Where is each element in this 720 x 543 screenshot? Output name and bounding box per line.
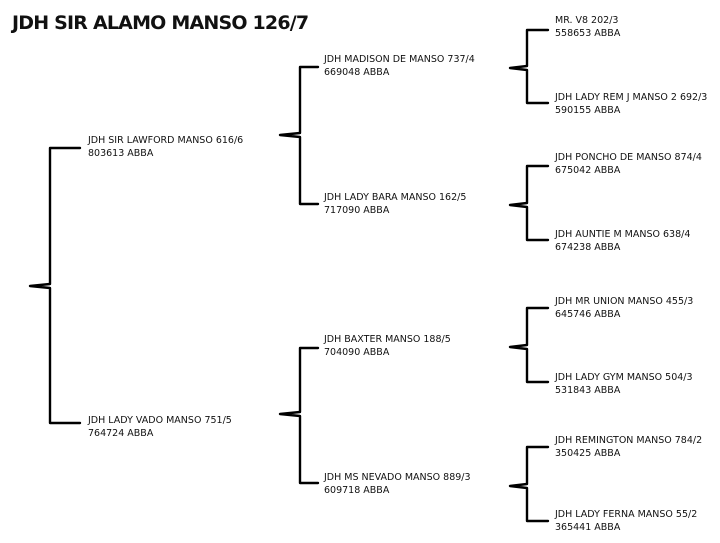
- sd-dam-name: JDH AUNTIE M MANSO 638/4: [555, 229, 691, 240]
- sire-dam-registration: 717090 ABBA: [324, 204, 390, 216]
- dam-entry: JDH LADY VADO MANSO 751/5 764724 ABBA: [88, 415, 232, 440]
- dd-sire-entry: JDH REMINGTON MANSO 784/2 350425 ABBA: [555, 435, 702, 460]
- sd-sire-name: JDH PONCHO DE MANSO 874/4: [555, 152, 702, 163]
- ss-sire-entry: MR. V8 202/3 558653 ABBA: [555, 15, 620, 40]
- sire-sire-entry: JDH MADISON DE MANSO 737/4 669048 ABBA: [324, 54, 475, 79]
- ds-sire-name: JDH MR UNION MANSO 455/3: [555, 296, 694, 307]
- dam-registration: 764724 ABBA: [88, 427, 154, 439]
- ds-dam-registration: 531843 ABBA: [555, 384, 621, 396]
- dd-dam-name: JDH LADY FERNA MANSO 55/2: [555, 509, 698, 520]
- sd-sire-entry: JDH PONCHO DE MANSO 874/4 675042 ABBA: [555, 152, 702, 177]
- sire-dam-name: JDH LADY BARA MANSO 162/5: [324, 192, 467, 203]
- ss-dam-entry: JDH LADY REM J MANSO 2 692/3 590155 ABBA: [555, 92, 707, 117]
- dam-name: JDH LADY VADO MANSO 751/5: [88, 415, 232, 426]
- sire-dam-bracket: [508, 164, 550, 242]
- dd-sire-name: JDH REMINGTON MANSO 784/2: [555, 435, 703, 446]
- pedigree-title: JDH SIR ALAMO MANSO 126/7: [12, 12, 309, 34]
- dam-dam-registration: 609718 ABBA: [324, 484, 390, 496]
- dam-dam-entry: JDH MS NEVADO MANSO 889/3 609718 ABBA: [324, 472, 471, 497]
- ds-sire-entry: JDH MR UNION MANSO 455/3 645746 ABBA: [555, 296, 693, 321]
- dam-sire-name: JDH BAXTER MANSO 188/5: [324, 334, 451, 345]
- dd-dam-registration: 365441 ABBA: [555, 521, 621, 533]
- ss-sire-registration: 558653 ABBA: [555, 27, 621, 39]
- dam-sire-registration: 704090 ABBA: [324, 346, 390, 358]
- sd-sire-registration: 675042 ABBA: [555, 164, 621, 176]
- dam-dam-name: JDH MS NEVADO MANSO 889/3: [324, 472, 471, 483]
- dd-sire-registration: 350425 ABBA: [555, 447, 621, 459]
- ds-dam-name: JDH LADY GYM MANSO 504/3: [555, 372, 693, 383]
- ss-dam-name: JDH LADY REM J MANSO 2 692/3: [555, 92, 708, 103]
- sire-dam-entry: JDH LADY BARA MANSO 162/5 717090 ABBA: [324, 192, 466, 217]
- dam-bracket: [278, 346, 320, 485]
- sire-sire-name: JDH MADISON DE MANSO 737/4: [324, 54, 475, 65]
- sire-entry: JDH SIR LAWFORD MANSO 616/6 803613 ABBA: [88, 135, 243, 160]
- sd-dam-entry: JDH AUNTIE M MANSO 638/4 674238 ABBA: [555, 229, 690, 254]
- ss-sire-name: MR. V8 202/3: [555, 15, 619, 26]
- ss-dam-registration: 590155 ABBA: [555, 104, 621, 116]
- sire-name: JDH SIR LAWFORD MANSO 616/6: [88, 135, 244, 146]
- sire-bracket: [278, 65, 320, 206]
- sire-sire-registration: 669048 ABBA: [324, 66, 390, 78]
- ds-dam-entry: JDH LADY GYM MANSO 504/3 531843 ABBA: [555, 372, 693, 397]
- sd-dam-registration: 674238 ABBA: [555, 241, 621, 253]
- dam-dam-bracket: [508, 445, 550, 523]
- dam-sire-entry: JDH BAXTER MANSO 188/5 704090 ABBA: [324, 334, 451, 359]
- ds-sire-registration: 645746 ABBA: [555, 308, 621, 320]
- subject-bracket: [28, 146, 82, 425]
- sire-registration: 803613 ABBA: [88, 147, 154, 159]
- dd-dam-entry: JDH LADY FERNA MANSO 55/2 365441 ABBA: [555, 509, 697, 534]
- sire-sire-bracket: [508, 28, 550, 105]
- dam-sire-bracket: [508, 306, 550, 384]
